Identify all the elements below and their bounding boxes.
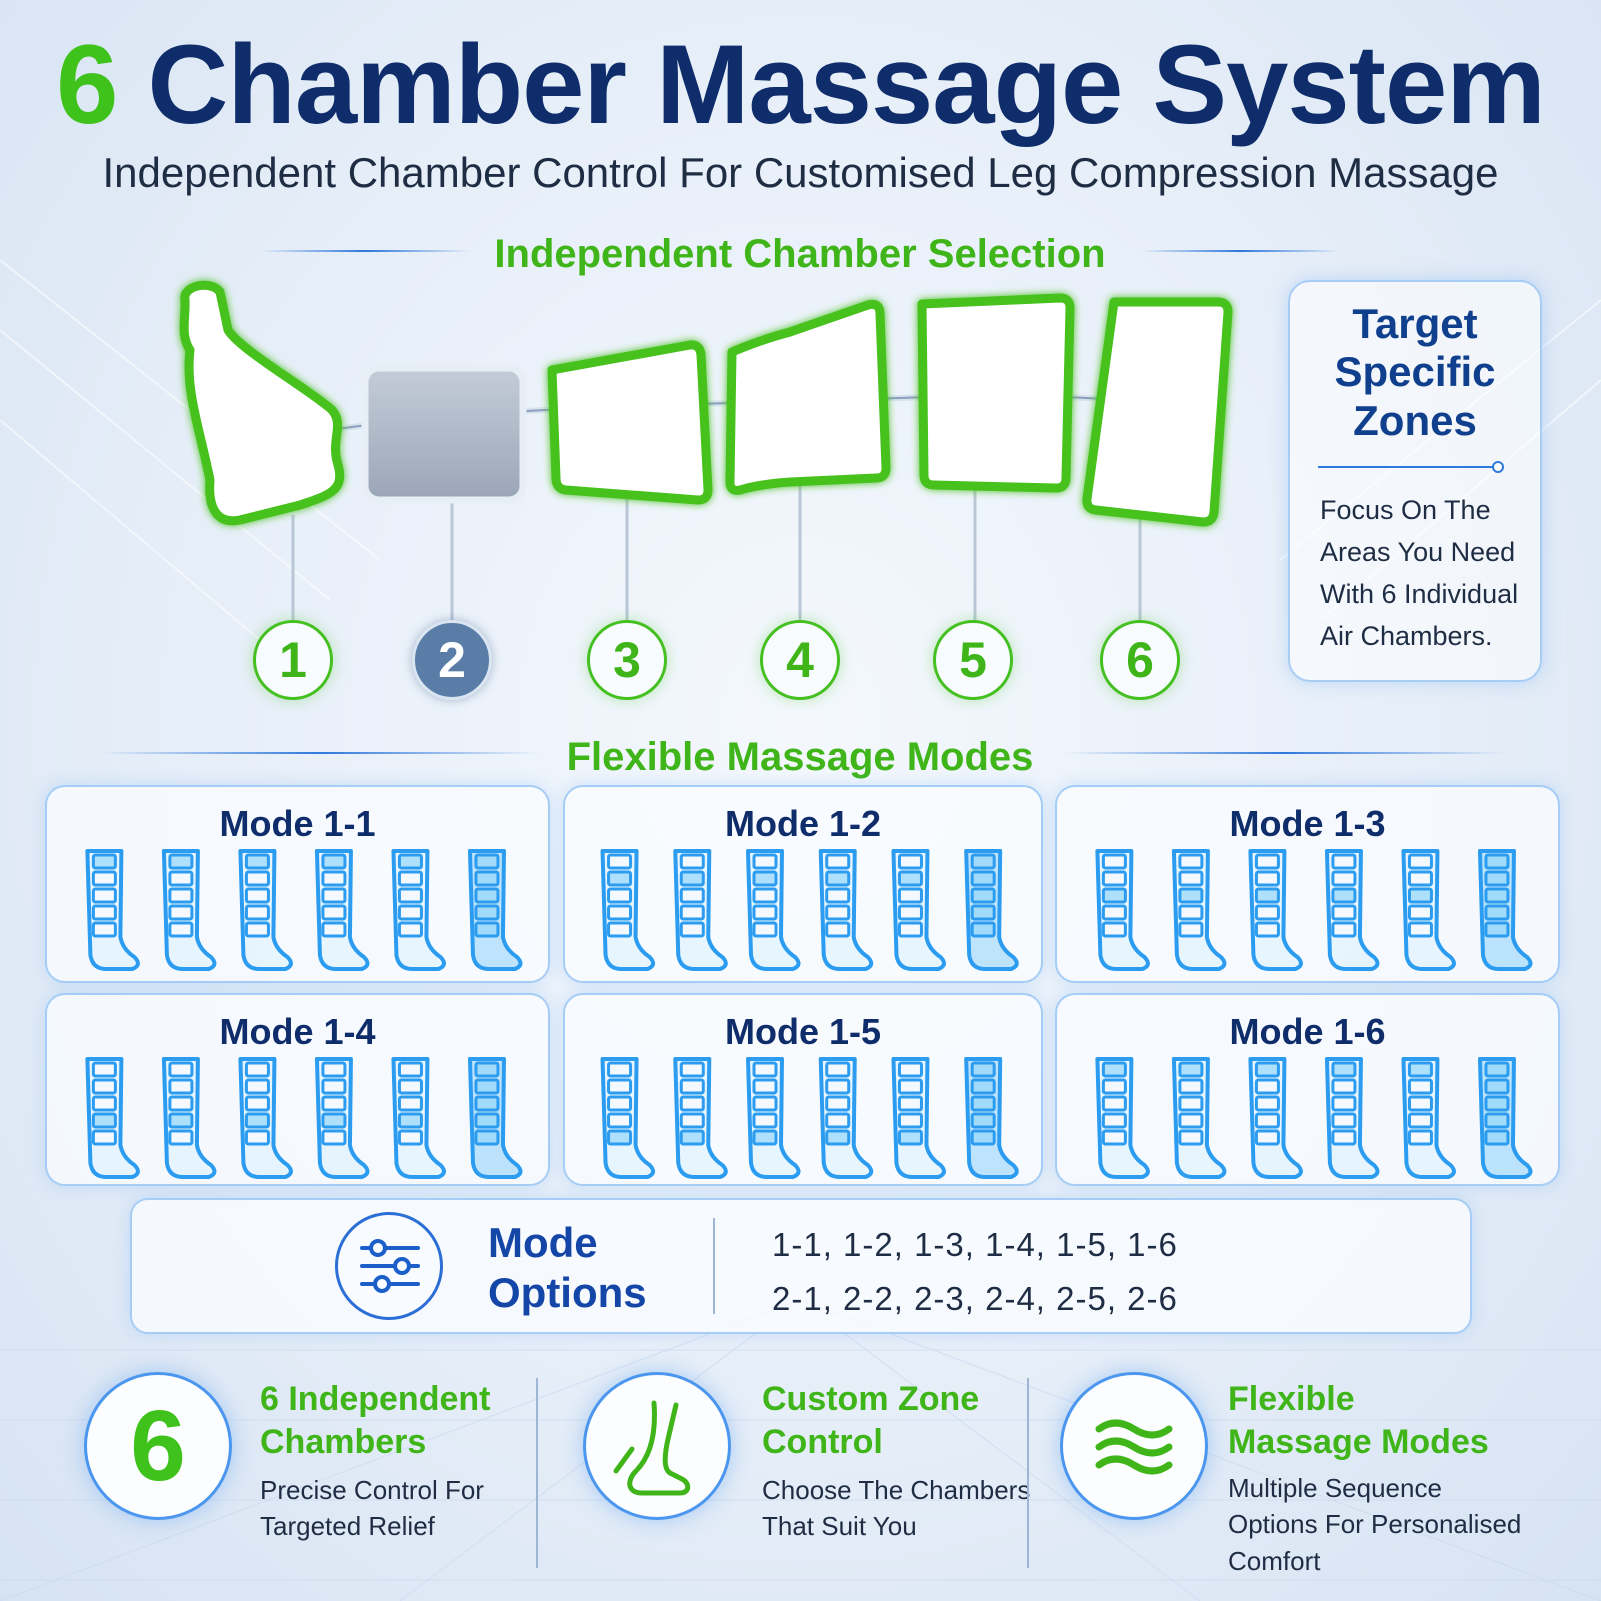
chamber-5-button[interactable]: 5 (933, 620, 1013, 700)
chamber-1-button[interactable]: 1 (253, 620, 333, 700)
leg-sleeve-icon (746, 849, 801, 971)
heading-rule-left (260, 250, 470, 252)
feature-divider-1 (536, 1378, 538, 1568)
mode-options-line-1: 1-1, 1-2, 1-3, 1-4, 1-5, 1-6 (772, 1226, 1178, 1263)
chamber-shape-6 (1082, 297, 1233, 527)
leg-sleeve-icon (238, 849, 293, 971)
mode-card-5[interactable]: Mode 1-5 (563, 993, 1043, 1186)
chamber-diagram (179, 280, 1233, 620)
chamber-shape-2 (361, 364, 527, 504)
chamber-shape-4 (725, 299, 891, 495)
mode-card-3[interactable]: Mode 1-3 (1055, 785, 1560, 983)
leg-sleeve-icon (85, 1057, 140, 1179)
feature-2-title: Custom Zone Control (762, 1380, 980, 1461)
chamber-shape-1 (179, 280, 345, 526)
mode-card-title: Mode 1-5 (724, 1011, 882, 1052)
six-chambers-icon: 6 (84, 1372, 232, 1520)
chamber-2-button[interactable]: 2 (412, 620, 492, 700)
chamber-3-button[interactable]: 3 (587, 620, 667, 700)
feature-divider-2 (1027, 1378, 1029, 1568)
mode-4-legs (85, 1057, 523, 1179)
leg-sleeve-icon (673, 1057, 728, 1179)
leg-sleeve-icon (1248, 849, 1303, 971)
feature-3-title: Flexible Massage Modes (1228, 1380, 1489, 1461)
mode-options-divider (713, 1218, 715, 1314)
mode-card-title: Mode 1-2 (724, 803, 882, 844)
leg-sleeve-icon (964, 849, 1019, 971)
leg-sleeve-icon (314, 1057, 370, 1179)
sliders-icon (335, 1212, 443, 1320)
modes-rule-left (100, 752, 540, 754)
leg-sleeve-icon (161, 1057, 217, 1179)
title-text: Chamber Massage System (147, 22, 1546, 147)
leg-sleeve-icon (467, 849, 523, 971)
mode-card-1[interactable]: Mode 1-1 (45, 785, 550, 983)
title-number: 6 (56, 22, 118, 147)
mode-card-title: Mode 1-6 (1229, 1011, 1386, 1052)
mode-3-legs (1095, 849, 1533, 971)
leg-sleeve-icon (391, 849, 446, 971)
mode-card-title: Mode 1-3 (1229, 803, 1386, 844)
mode-options-title: Mode Options (488, 1219, 647, 1317)
target-zones-text: Focus On The Areas You Need With 6 Indiv… (1320, 495, 1519, 651)
mode-2-legs (600, 849, 1019, 971)
leg-sleeve-icon (600, 1057, 656, 1179)
leg-sleeve-icon (1095, 1057, 1150, 1179)
foot-icon (583, 1372, 731, 1520)
leg-sleeve-icon (391, 1057, 446, 1179)
six-chambers-number: 6 (130, 1390, 186, 1502)
leg-sleeve-icon (1324, 1057, 1380, 1179)
leg-sleeve-icon (1324, 849, 1380, 971)
leg-sleeve-icon (891, 1057, 946, 1179)
mode-1-legs (85, 849, 523, 971)
modes-heading: Flexible Massage Modes (566, 735, 1034, 779)
modes-rule-right (1065, 752, 1505, 754)
heading-rule-right (1140, 250, 1340, 252)
page-subtitle: Independent Chamber Control For Customis… (102, 149, 1499, 196)
page-title: 6 Chamber Massage System (0, 18, 1601, 152)
mode-5-legs (600, 1057, 1019, 1179)
waves-icon (1060, 1372, 1208, 1520)
chamber-4-button[interactable]: 4 (760, 620, 840, 700)
leg-sleeve-icon (161, 849, 217, 971)
target-zones-title: Target Specific Zones (1334, 300, 1496, 444)
leg-sleeve-icon (600, 849, 656, 971)
leg-sleeve-icon (746, 1057, 801, 1179)
target-zones-dot (1492, 461, 1504, 473)
leg-sleeve-icon (1171, 849, 1227, 971)
mode-card-2[interactable]: Mode 1-2 (563, 785, 1043, 983)
feature-3-desc: Multiple Sequence Options For Personalis… (1228, 1473, 1522, 1576)
leg-sleeve-icon (818, 849, 874, 971)
leg-sleeve-icon (673, 849, 728, 971)
mode-card-title: Mode 1-4 (219, 1011, 376, 1052)
chamber-shape-5 (917, 293, 1075, 493)
leg-sleeve-icon (1477, 1057, 1533, 1179)
chamber-shape-3 (547, 340, 713, 505)
mode-card-title: Mode 1-1 (219, 803, 376, 844)
chamber-selection-heading: Independent Chamber Selection (494, 232, 1106, 276)
mode-card-4[interactable]: Mode 1-4 (45, 993, 550, 1186)
leg-sleeve-icon (1477, 849, 1533, 971)
leg-sleeve-icon (1171, 1057, 1227, 1179)
leg-sleeve-icon (314, 849, 370, 971)
mode-card-6[interactable]: Mode 1-6 (1055, 993, 1560, 1186)
leg-sleeve-icon (1095, 849, 1150, 971)
mode-options-line-2: 2-1, 2-2, 2-3, 2-4, 2-5, 2-6 (772, 1280, 1178, 1317)
feature-1-desc: Precise Control For Targeted Relief (260, 1475, 484, 1542)
mode-6-legs (1095, 1057, 1533, 1179)
leg-sleeve-icon (1248, 1057, 1303, 1179)
leg-sleeve-icon (964, 1057, 1019, 1179)
leg-sleeve-icon (85, 849, 140, 971)
target-zones-panel (1288, 280, 1542, 682)
leg-sleeve-icon (467, 1057, 523, 1179)
leg-sleeve-icon (1401, 849, 1456, 971)
feature-2-desc: Choose The Chambers That Suit You (762, 1475, 1031, 1542)
target-zones-divider (1318, 466, 1498, 468)
leg-sleeve-icon (818, 1057, 874, 1179)
chamber-6-button[interactable]: 6 (1100, 620, 1180, 700)
leg-sleeve-icon (1401, 1057, 1456, 1179)
leg-sleeve-icon (891, 849, 946, 971)
leg-sleeve-icon (238, 1057, 293, 1179)
feature-1-title: 6 Independent Chambers (260, 1380, 491, 1461)
